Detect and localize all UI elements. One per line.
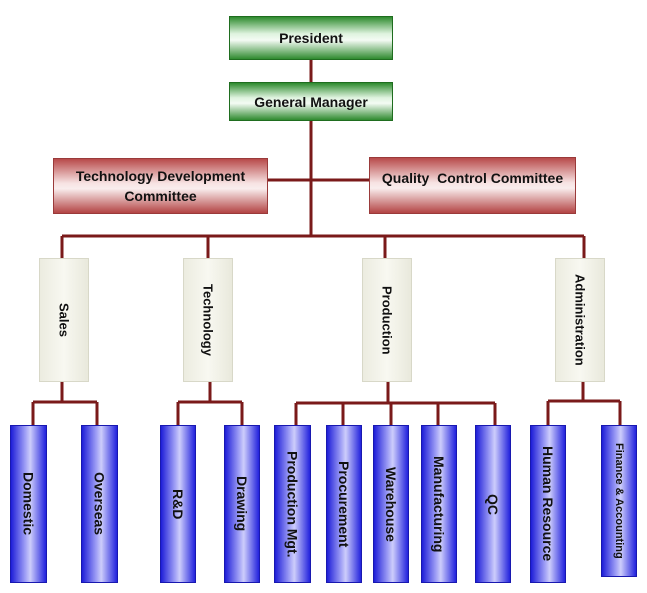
tech-dev-committee-label: Technology Development Committee bbox=[75, 168, 246, 204]
department-technology-label: Technology bbox=[200, 284, 216, 356]
unit-manufacturing: Manufacturing bbox=[421, 425, 457, 583]
unit-human-resource: Human Resource bbox=[530, 425, 566, 583]
unit-warehouse-label: Warehouse bbox=[383, 466, 399, 542]
department-production: Production bbox=[362, 258, 412, 382]
department-administration: Administration bbox=[555, 258, 605, 382]
department-production-label: Production bbox=[379, 285, 395, 355]
unit-rnd: R&D bbox=[160, 425, 196, 583]
unit-overseas-label: Overseas bbox=[91, 472, 108, 536]
general-manager-label: General Manager bbox=[254, 93, 368, 110]
unit-finance-accounting: Finance & Accounting bbox=[601, 425, 637, 577]
unit-drawing-label: Drawing bbox=[234, 476, 250, 532]
department-technology: Technology bbox=[183, 258, 233, 382]
unit-drawing: Drawing bbox=[224, 425, 260, 583]
unit-finance-accounting-label: Finance & Accounting bbox=[613, 443, 625, 559]
department-sales: Sales bbox=[39, 258, 89, 382]
unit-qc: QC bbox=[475, 425, 511, 583]
unit-human-resource-label: Human Resource bbox=[540, 446, 556, 562]
unit-procurement: Procurement bbox=[326, 425, 362, 583]
tech-dev-committee-box: Technology Development Committee bbox=[53, 158, 268, 214]
quality-control-committee-label: Quality Control Committee bbox=[381, 170, 564, 186]
unit-production-mgt: Production Mgt. bbox=[274, 425, 311, 583]
unit-rnd-label: R&D bbox=[170, 488, 186, 520]
unit-domestic: Domestic bbox=[10, 425, 47, 583]
quality-control-committee-box: Quality Control Committee bbox=[369, 157, 576, 214]
general-manager-box: General Manager bbox=[229, 82, 393, 121]
department-administration-label: Administration bbox=[572, 274, 588, 366]
unit-overseas: Overseas bbox=[81, 425, 118, 583]
unit-domestic-label: Domestic bbox=[20, 472, 37, 536]
unit-production-mgt-label: Production Mgt. bbox=[284, 450, 301, 558]
unit-qc-label: QC bbox=[485, 493, 501, 515]
department-sales-label: Sales bbox=[56, 303, 72, 337]
president-label: President bbox=[279, 30, 343, 46]
unit-manufacturing-label: Manufacturing bbox=[431, 455, 447, 553]
unit-warehouse: Warehouse bbox=[373, 425, 409, 583]
president-box: President bbox=[229, 16, 393, 60]
unit-procurement-label: Procurement bbox=[336, 460, 352, 548]
